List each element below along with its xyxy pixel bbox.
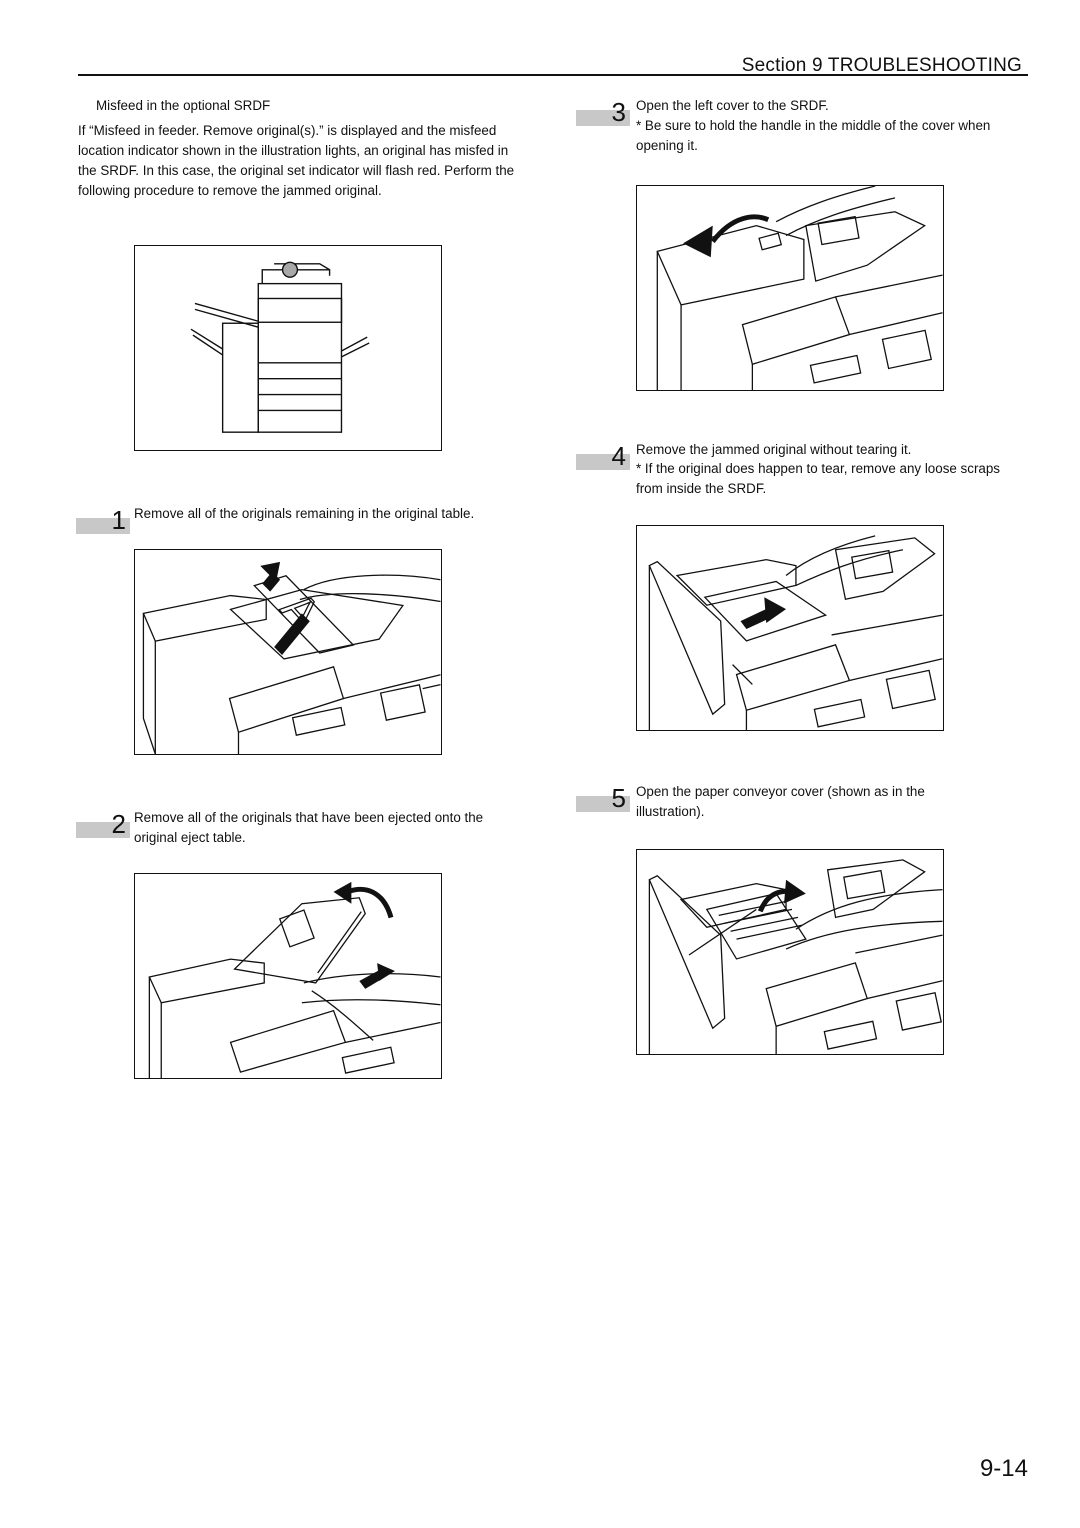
step-2-number: 2 [76, 808, 130, 840]
step-4-note: * If the original does happen to tear, r… [636, 461, 1000, 496]
step-1-illustration: A [134, 549, 442, 755]
copier-overview-illustration [134, 245, 442, 451]
step-4-text: Remove the jammed original without teari… [636, 442, 912, 457]
step-3-text: Open the left cover to the SRDF. [636, 98, 829, 113]
header-rule [78, 74, 1028, 76]
step-5-number: 5 [576, 782, 630, 814]
step-1-text: Remove all of the originals remaining in… [134, 506, 475, 521]
step-2-text: Remove all of the originals that have be… [134, 810, 484, 845]
step-3-illustration [636, 185, 944, 391]
step-5-illustration [636, 849, 944, 1055]
svg-text:A: A [272, 582, 331, 639]
step-2-illustration [134, 873, 442, 1079]
step-3-number: 3 [576, 96, 630, 128]
step-5-text: Open the paper conveyor cover (shown as … [636, 784, 925, 819]
step-1-number: 1 [76, 504, 130, 536]
step-3-note: * Be sure to hold the handle in the midd… [636, 118, 991, 153]
misfeed-heading: Misfeed in the optional SRDF [96, 98, 271, 113]
step-4-illustration [636, 525, 944, 731]
section-header: Section 9 TROUBLESHOOTING [741, 55, 1022, 76]
page-number: 9-14 [979, 1455, 1028, 1482]
intro-paragraph: If “Misfeed in feeder. Remove original(s… [78, 123, 515, 198]
step-4-number: 4 [576, 440, 630, 472]
